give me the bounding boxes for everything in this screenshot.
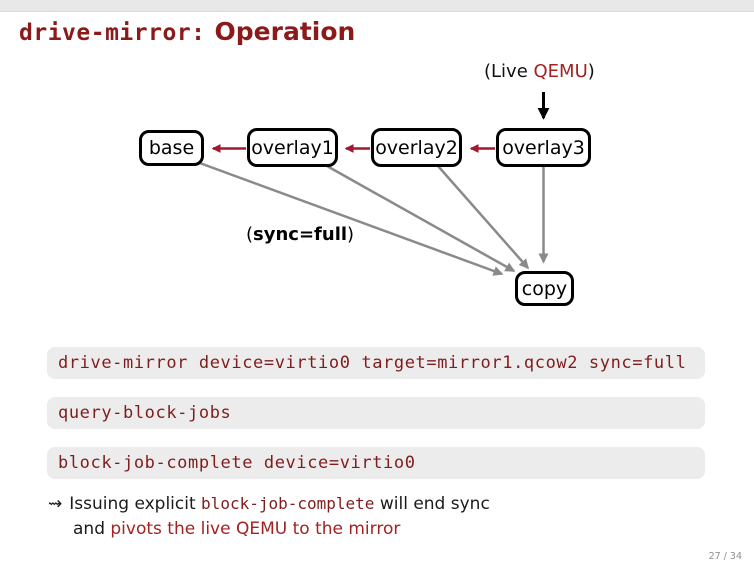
command-block-job-complete: block-job-complete device=virtio0 [47,447,705,479]
sync-full-label: (sync=full) [246,224,354,245]
sync-label-text: sync=full [253,224,348,245]
arrow-base-to-copy [196,160,504,276]
note-line2: and pivots the live QEMU to the mirror [48,517,490,542]
command-query-block-jobs: query-block-jobs [47,397,705,429]
note: ⇝ Issuing explicit block-job-complete wil… [48,491,490,542]
note-line2-alert: pivots the live QEMU to the mirror [110,519,401,539]
node-copy: copy [515,271,574,306]
arrow-overlay2-to-copy [437,165,529,270]
node-overlay1-label: overlay1 [251,136,334,159]
leadsto-arrow-icon: ⇝ [48,494,63,514]
node-overlay2-label: overlay2 [375,136,458,159]
sync-label-close: ) [347,224,355,245]
note-line1-pre: Issuing explicit [69,494,202,514]
note-line1-code: block-job-complete [201,494,375,513]
command-block-job-complete-text: block-job-complete device=virtio0 [58,453,416,473]
node-base-label: base [148,137,195,159]
live-qemu-label-post: ) [587,61,595,82]
page-title: drive-mirror: Operation [19,17,355,46]
note-line2-pre: and [73,519,111,539]
arrow-overlay1-to-copy [326,164,516,273]
node-overlay3-label: overlay3 [502,136,585,159]
page-title-code-part: drive-mirror: [19,20,206,46]
node-overlay2: overlay2 [371,128,462,167]
page-indicator: 27 / 34 [708,551,742,562]
command-query-block-jobs-text: query-block-jobs [58,403,232,423]
node-overlay3: overlay3 [496,128,591,167]
node-copy-label: copy [521,277,568,300]
node-overlay1: overlay1 [247,128,338,167]
command-drive-mirror: drive-mirror device=virtio0 target=mirro… [47,347,705,379]
page-title-text-part: Operation [214,17,356,46]
note-line1: ⇝ Issuing explicit block-job-complete wil… [48,491,490,517]
command-drive-mirror-text: drive-mirror device=virtio0 target=mirro… [58,353,687,373]
header-bar [0,0,754,12]
node-base: base [139,130,204,166]
live-qemu-label-pre: (Live [484,61,534,82]
sync-label-open: ( [246,224,254,245]
note-line1-post: will end sync [374,494,490,514]
live-qemu-label: (Live QEMU) [484,61,595,82]
live-qemu-label-alert: QEMU [533,61,588,82]
